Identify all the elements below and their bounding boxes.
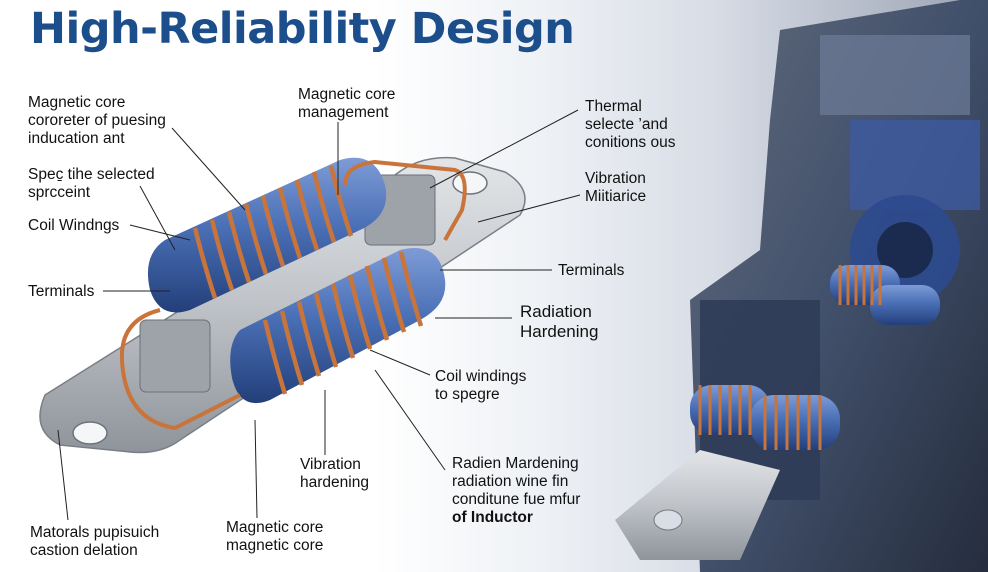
machinery-backdrop (615, 0, 988, 572)
label-coil-windngs: Coil Windngs (28, 217, 120, 234)
leader-lines (57, 109, 581, 521)
lower-coil (119, 248, 446, 431)
label-terminals-left: Terminals (28, 283, 95, 300)
page-title: High-Reliability Design (30, 4, 575, 54)
label-terminals-right: Terminals (558, 262, 625, 279)
upper-coil (147, 157, 467, 313)
